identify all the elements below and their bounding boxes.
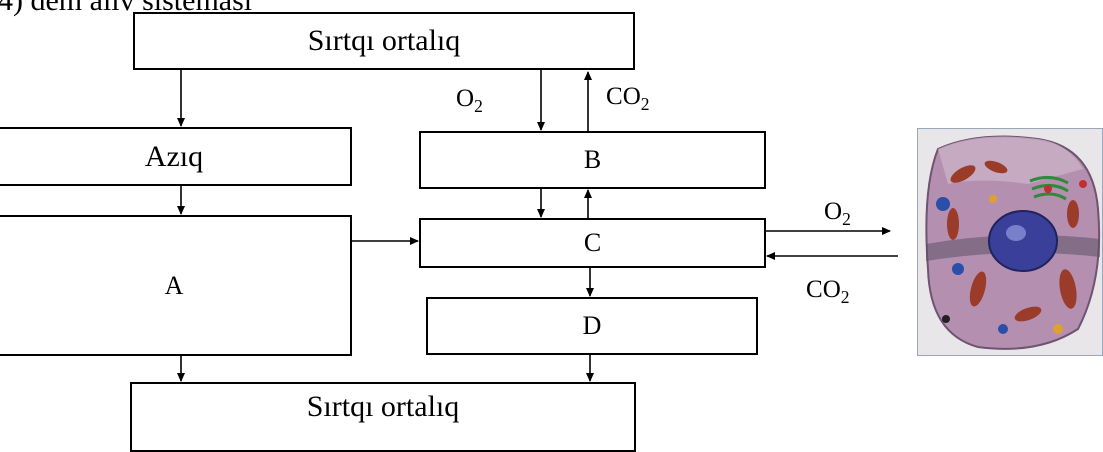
box-a: A xyxy=(0,215,352,356)
outer-environment-top-box: Sırtqı ortalıq xyxy=(133,12,635,70)
box-d-label: D xyxy=(582,311,602,340)
box-a-label: A xyxy=(164,270,184,300)
outer-environment-bottom-label: Sırtqı ortalıq xyxy=(306,390,460,423)
o2-label-right: O2 xyxy=(824,198,851,229)
outer-environment-bottom-box: Sırtqı ortalıq xyxy=(130,382,636,452)
box-d: D xyxy=(426,297,758,355)
co2-label-top: CO2 xyxy=(606,83,650,114)
food-box: Azıq xyxy=(0,127,352,186)
animal-cell-illustration xyxy=(917,128,1103,356)
o2-label-left: O2 xyxy=(456,85,483,116)
flow-arrows xyxy=(177,70,898,382)
box-b: B xyxy=(419,131,766,189)
box-c-label: C xyxy=(583,228,602,257)
box-c: C xyxy=(419,218,766,268)
animal-cell-image xyxy=(918,129,1102,355)
header-text: 4) dem alıv sisteması xyxy=(0,0,253,17)
food-label: Azıq xyxy=(144,139,204,173)
co2-label-right: CO2 xyxy=(806,276,850,307)
box-b-label: B xyxy=(583,145,602,174)
outer-environment-top-label: Sırtqı ortalıq xyxy=(307,24,461,57)
